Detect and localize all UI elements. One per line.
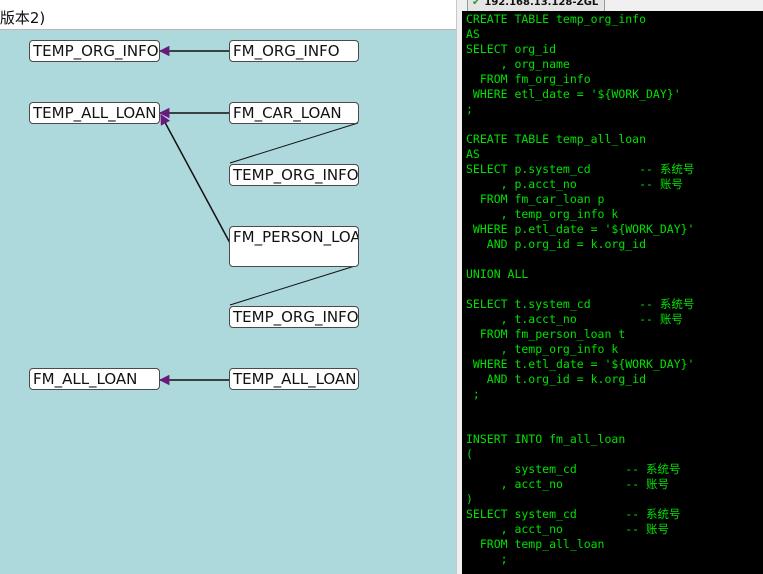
code-line: WHERE t.etl_date = '${WORK_DAY}' xyxy=(466,357,695,371)
code-line: , temp_org_info k xyxy=(466,207,619,221)
code-line: SELECT p.system_cd -- 系统号 xyxy=(466,162,695,176)
code-line: FROM temp_all_loan xyxy=(466,537,605,551)
code-line: UNION ALL xyxy=(466,267,529,281)
code-line: , temp_org_info k xyxy=(466,342,619,356)
code-line xyxy=(466,282,694,297)
code-line: ( xyxy=(466,447,473,461)
code-line: , p.acct_no -- 账号 xyxy=(466,177,683,191)
connected-check-icon: ✔ xyxy=(472,0,481,8)
code-line: , t.acct_no -- 账号 xyxy=(466,312,683,326)
editor-tab[interactable]: ✔192.168.13.128-ZGL xyxy=(467,0,606,11)
code-line: , acct_no -- 账号 xyxy=(466,522,670,536)
editor-tab-label: 192.168.13.128-ZGL xyxy=(484,0,599,8)
code-line: ) xyxy=(466,492,473,506)
editor-tab-bar: ✔192.168.13.128-ZGL xyxy=(462,0,763,11)
code-line xyxy=(466,402,694,417)
code-line: ; xyxy=(466,102,473,116)
code-line: SELECT system_cd -- 系统号 xyxy=(466,507,681,521)
code-line: CREATE TABLE temp_org_info xyxy=(466,12,647,26)
code-line: ; xyxy=(466,552,508,566)
code-line: , org_name xyxy=(466,57,570,71)
node-temp-all-loan-source[interactable]: TEMP_ALL_LOAN xyxy=(229,368,359,390)
node-temp-all-loan[interactable]: TEMP_ALL_LOAN xyxy=(29,102,160,124)
code-line: INSERT INTO fm_all_loan xyxy=(466,432,626,446)
code-line xyxy=(466,417,694,432)
code-line: system_cd -- 系统号 xyxy=(466,462,681,476)
node-temp-org-info-person[interactable]: TEMP_ORG_INFO xyxy=(229,306,359,328)
node-fm-all-loan[interactable]: FM_ALL_LOAN xyxy=(29,368,160,390)
code-line: AND p.org_id = k.org_id xyxy=(466,237,647,251)
code-line: WHERE p.etl_date = '${WORK_DAY}' xyxy=(466,222,695,236)
lineage-diagram-panel: (版本2) TEMP_ORG_INFO FM_ORG_INFO TEMP_ALL… xyxy=(0,0,456,574)
diagram-title: (版本2) xyxy=(0,9,46,27)
code-line: AS xyxy=(466,27,480,41)
node-fm-car-loan[interactable]: FM_CAR_LOAN xyxy=(229,102,359,124)
code-line: FROM fm_org_info xyxy=(466,72,591,86)
diagram-title-bar: (版本2) xyxy=(0,0,456,30)
code-line: FROM fm_car_loan p xyxy=(466,192,605,206)
node-temp-org-info-car[interactable]: TEMP_ORG_INFO xyxy=(229,164,359,186)
node-fm-person-loan[interactable]: FM_PERSON_LOAN xyxy=(229,226,359,267)
code-line: SELECT org_id xyxy=(466,42,557,56)
node-fm-org-info[interactable]: FM_ORG_INFO xyxy=(229,40,359,62)
code-line: SELECT t.system_cd -- 系统号 xyxy=(466,297,695,311)
code-line: WHERE etl_date = '${WORK_DAY}' xyxy=(466,87,681,101)
code-line: AS xyxy=(466,147,480,161)
code-line: AND t.org_id = k.org_id xyxy=(466,372,647,386)
code-line: , acct_no -- 账号 xyxy=(466,477,670,491)
sql-editor-panel: ✔192.168.13.128-ZGL CREATE TABLE temp_or… xyxy=(462,0,763,574)
node-temp-org-info[interactable]: TEMP_ORG_INFO xyxy=(29,40,160,62)
code-line: CREATE TABLE temp_all_loan xyxy=(466,132,647,146)
panel-splitter[interactable] xyxy=(456,0,462,574)
code-line xyxy=(466,117,694,132)
code-line: FROM fm_person_loan t xyxy=(466,327,626,341)
code-line xyxy=(466,252,694,267)
code-line: ; xyxy=(466,387,480,401)
